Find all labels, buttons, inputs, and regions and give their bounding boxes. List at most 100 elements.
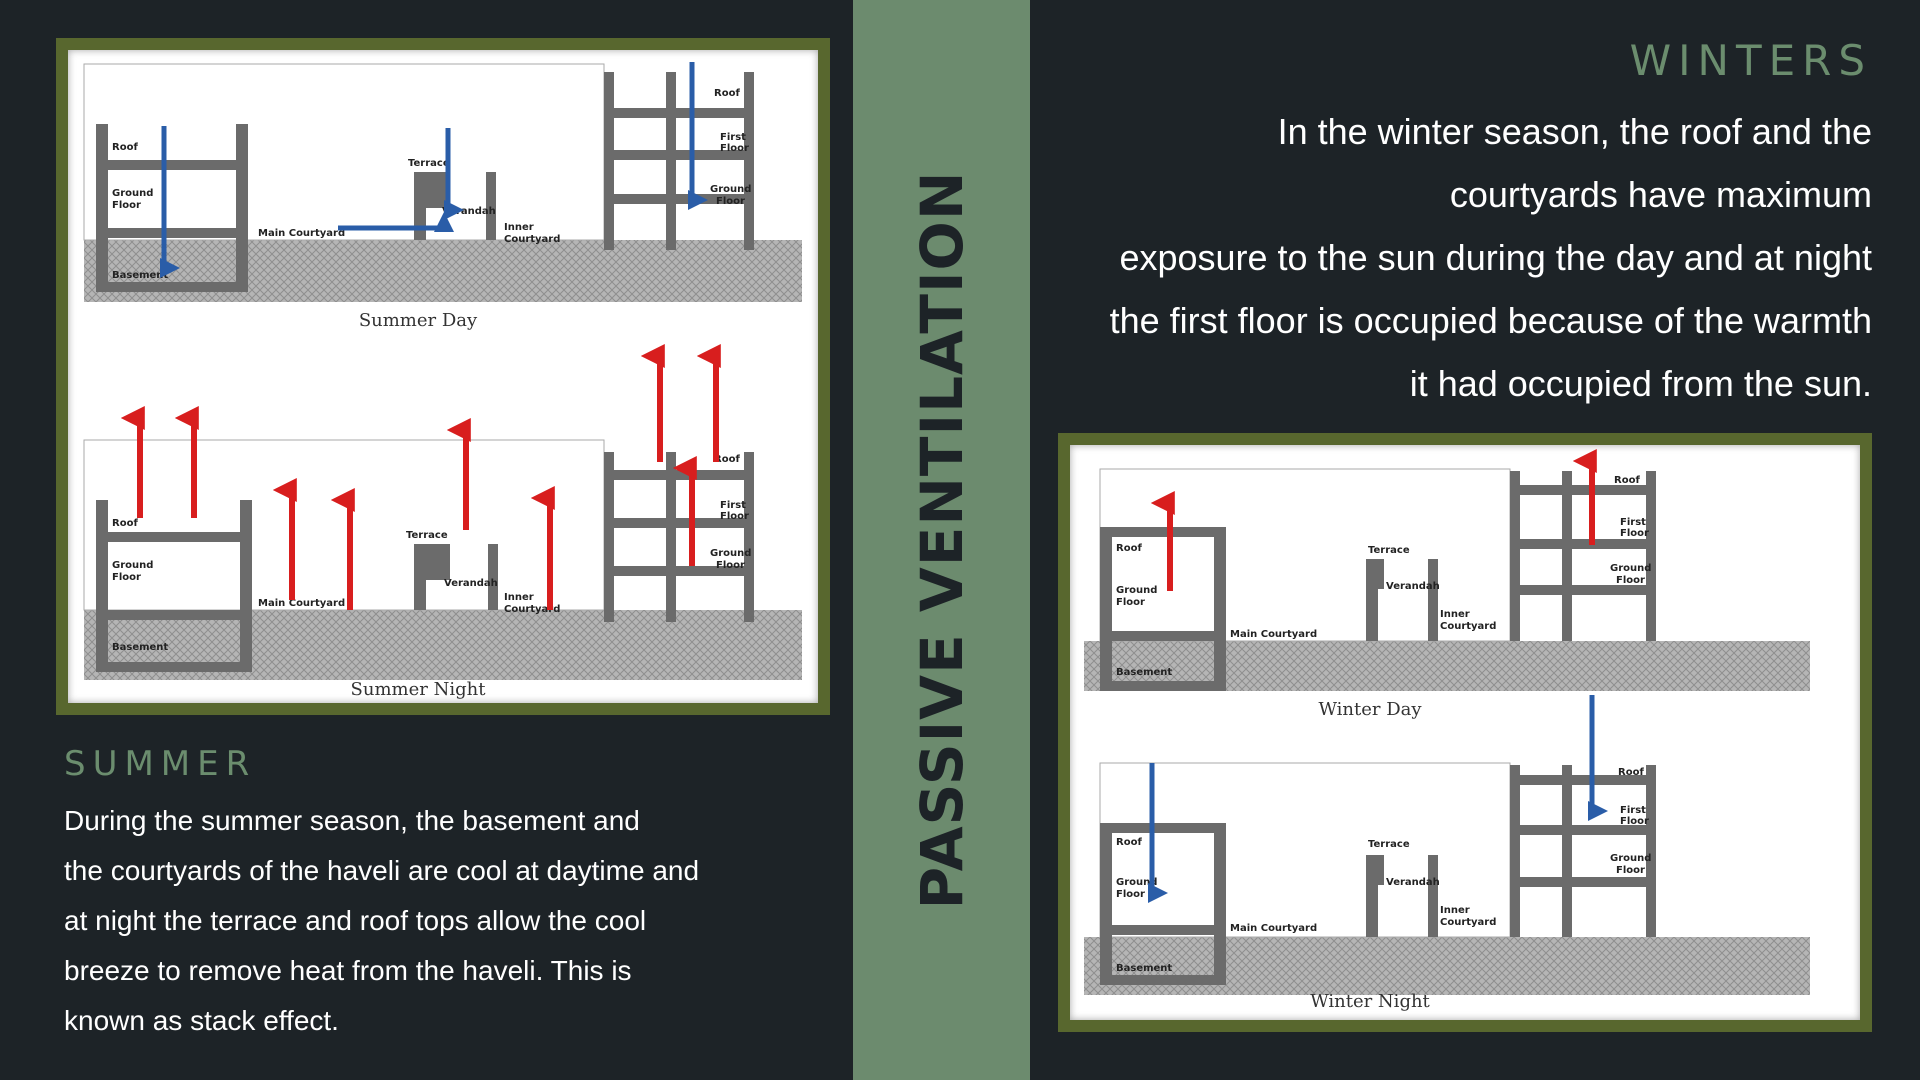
label-first-night: First — [720, 500, 746, 511]
warm-arrows-winter — [1150, 449, 1597, 591]
label-basement-winter-night: Basement — [1116, 963, 1172, 974]
label-right-roof-winter: Roof — [1614, 475, 1640, 486]
winter-day-section: Roof Ground Floor Basement Main Courtyar… — [1084, 449, 1810, 720]
label-verandah-night: Verandah — [444, 578, 498, 589]
label-ground-night: Ground — [112, 560, 153, 571]
summer-text-line: During the summer season, the basement a… — [64, 805, 640, 836]
label-courtyard-winter: Courtyard — [1440, 621, 1496, 632]
label-first-floor-winter: Floor — [1620, 528, 1649, 539]
summer-text-line: breeze to remove heat from the haveli. T… — [64, 955, 632, 986]
label-basement-winter: Basement — [1116, 667, 1172, 678]
label-main-courtyard-night: Main Courtyard — [258, 598, 345, 609]
label-roof-winter: Roof — [1116, 543, 1142, 554]
label-right-ground-winter-night: Ground — [1610, 853, 1651, 864]
label-terrace-winter: Terrace — [1368, 545, 1410, 556]
label-right-ground-floor-winter: Floor — [1616, 575, 1645, 586]
label-floor-night: Floor — [112, 572, 141, 583]
right-house-winter — [1510, 471, 1656, 641]
label-roof: Roof — [112, 142, 138, 153]
summer-night-section: Roof Ground Floor Basement Main Courtyar… — [83, 344, 802, 700]
label-first: First — [720, 132, 746, 143]
label-verandah: Verandah — [442, 206, 496, 217]
label-right-roof: Roof — [714, 88, 740, 99]
winter-text-line: exposure to the sun during the day and a… — [1119, 237, 1872, 278]
terrace-structure — [414, 172, 496, 240]
cool-arrows-winter — [1148, 695, 1608, 903]
summer-diagram: Roof Ground Floor Basement Main Courtyar… — [68, 50, 818, 703]
label-first-winter-night: First — [1620, 805, 1646, 816]
label-courtyard-winter-night: Courtyard — [1440, 917, 1496, 928]
label-verandah-winter-night: Verandah — [1386, 877, 1440, 888]
label-inner-winter-night: Inner — [1440, 905, 1470, 916]
warm-arrows — [120, 344, 721, 610]
summer-text-line: at night the terrace and roof tops allow… — [64, 905, 647, 936]
winter-text-line: In the winter season, the roof and the — [1277, 111, 1872, 152]
winter-description: In the winter season, the roof and the c… — [1032, 100, 1872, 415]
winter-diagram: Roof Ground Floor Basement Main Courtyar… — [1070, 445, 1860, 1020]
label-terrace-winter-night: Terrace — [1368, 839, 1410, 850]
winter-diagram-frame: Roof Ground Floor Basement Main Courtyar… — [1058, 433, 1872, 1032]
right-house-winter-night — [1510, 765, 1656, 937]
winter-title: WINTERS — [1629, 36, 1872, 85]
label-inner-night: Inner — [504, 592, 534, 603]
label-main-courtyard-winter: Main Courtyard — [1230, 629, 1317, 640]
label-right-ground-floor-night: Floor — [716, 560, 745, 571]
label-roof-night: Roof — [112, 518, 138, 529]
caption-winter-day: Winter Day — [1318, 699, 1422, 720]
caption-summer-day: Summer Day — [359, 310, 478, 331]
terrace-structure-winter-night — [1366, 855, 1438, 937]
label-courtyard: Courtyard — [504, 234, 560, 245]
label-first-winter: First — [1620, 517, 1646, 528]
label-right-roof-night: Roof — [714, 454, 740, 465]
caption-winter-night: Winter Night — [1310, 991, 1430, 1012]
label-ground-winter: Ground — [1116, 585, 1157, 596]
ground-gravel — [84, 240, 802, 302]
label-right-ground-night: Ground — [710, 548, 751, 559]
left-house — [96, 124, 248, 292]
right-house-night — [604, 452, 754, 622]
label-ground: Ground — [112, 188, 153, 199]
label-floor-winter-night: Floor — [1116, 889, 1145, 900]
label-right-ground-floor: Floor — [716, 196, 745, 207]
label-floor-winter: Floor — [1116, 597, 1145, 608]
site-outline-night — [83, 439, 605, 611]
summer-diagram-svg: Roof Ground Floor Basement Main Courtyar… — [83, 62, 802, 700]
label-ground-winter-night: Ground — [1116, 877, 1157, 888]
label-floor: Floor — [112, 200, 141, 211]
label-right-ground: Ground — [710, 184, 751, 195]
label-right-ground-winter: Ground — [1610, 563, 1651, 574]
label-main-courtyard: Main Courtyard — [258, 228, 345, 239]
terrace-structure-night — [414, 544, 498, 610]
winter-text-line: it had occupied from the sun. — [1409, 363, 1872, 404]
label-first-floor-winter-night: Floor — [1620, 816, 1649, 827]
label-inner: Inner — [504, 222, 534, 233]
label-courtyard-night: Courtyard — [504, 604, 560, 615]
passive-ventilation-title: PASSIVE VENTILATION — [907, 170, 976, 910]
winter-night-section: Roof Ground Floor Basement Main Courtyar… — [1084, 695, 1810, 1012]
label-terrace: Terrace — [408, 158, 450, 169]
left-house-night — [96, 500, 252, 672]
winter-text-line: the first floor is occupied because of t… — [1109, 300, 1872, 341]
label-terrace-night: Terrace — [406, 530, 448, 541]
label-roof-winter-night: Roof — [1116, 837, 1142, 848]
summer-title: SUMMER — [64, 744, 257, 784]
label-first-floor-night: Floor — [720, 511, 749, 522]
summer-description: During the summer season, the basement a… — [64, 796, 784, 1046]
left-house-winter-night — [1100, 823, 1226, 985]
summer-text-line: the courtyards of the haveli are cool at… — [64, 855, 700, 886]
label-verandah-winter: Verandah — [1386, 581, 1440, 592]
label-main-courtyard-winter-night: Main Courtyard — [1230, 923, 1317, 934]
terrace-structure-winter — [1366, 559, 1438, 641]
label-basement: Basement — [112, 270, 168, 281]
right-house — [604, 72, 754, 250]
label-basement-night: Basement — [112, 642, 168, 653]
ground-gravel-winter-night — [1084, 937, 1810, 995]
center-band: PASSIVE VENTILATION — [853, 0, 1030, 1080]
label-first-floor: Floor — [720, 143, 749, 154]
caption-summer-night: Summer Night — [351, 679, 487, 700]
label-right-roof-winter-night: Roof — [1618, 767, 1644, 778]
label-right-ground-floor-winter-night: Floor — [1616, 865, 1645, 876]
winter-diagram-svg: Roof Ground Floor Basement Main Courtyar… — [1084, 449, 1810, 1012]
label-inner-winter: Inner — [1440, 609, 1470, 620]
summer-day-section: Roof Ground Floor Basement Main Courtyar… — [83, 62, 802, 331]
